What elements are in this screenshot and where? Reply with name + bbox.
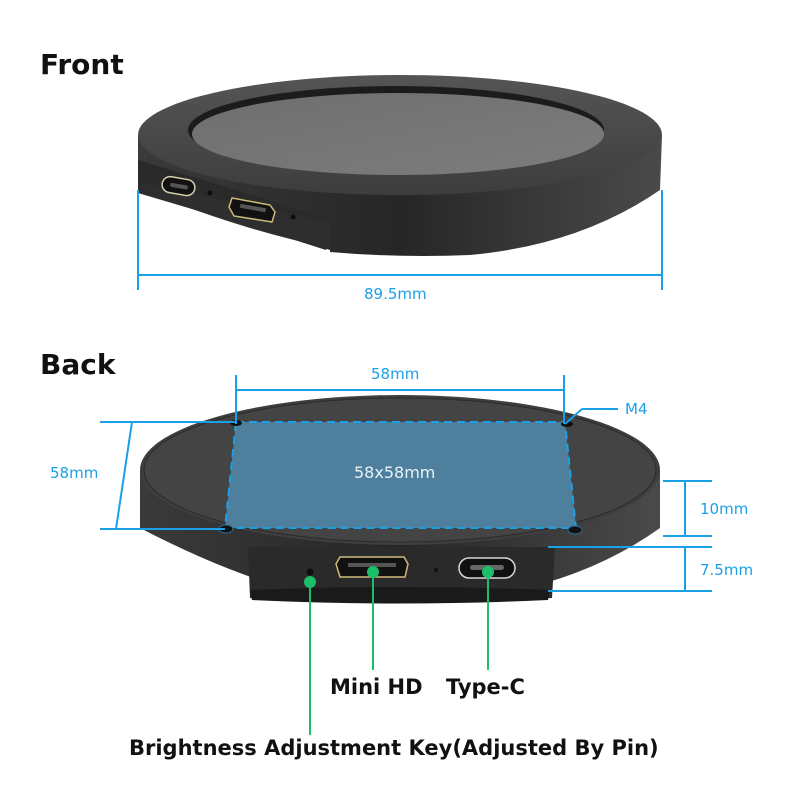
body-thickness-label: 10mm: [700, 500, 749, 518]
back-led: [434, 568, 438, 572]
port-thickness-label: 7.5mm: [700, 561, 754, 579]
mount-area-label: 58x58mm: [354, 463, 436, 482]
brightness-key-hole: [306, 568, 314, 576]
front-width-label: 89.5mm: [364, 285, 427, 303]
back-title: Back: [40, 348, 116, 381]
mini-hd-label: Mini HD: [330, 675, 423, 699]
brightness-key-label: Brightness Adjustment Key(Adjusted By Pi…: [129, 736, 659, 760]
back-dimension-lines: [100, 375, 712, 592]
mount-height-label: 58mm: [50, 464, 99, 482]
front-mini-hd-port: [228, 197, 276, 223]
back-device: [140, 395, 660, 604]
front-screen: [192, 93, 604, 175]
front-device: [138, 75, 662, 256]
mount-width-label: 58mm: [371, 365, 420, 383]
front-title: Front: [40, 48, 124, 81]
type-c-label: Type-C: [446, 675, 525, 699]
front-type-c-port: [161, 175, 196, 197]
callout-lines: [304, 566, 494, 735]
screw-hole-br: [567, 525, 583, 535]
front-pinhole: [207, 190, 213, 196]
screw-size-label: M4: [625, 400, 648, 418]
front-width-dimension: [137, 190, 663, 290]
front-pinhole-2: [290, 214, 296, 220]
